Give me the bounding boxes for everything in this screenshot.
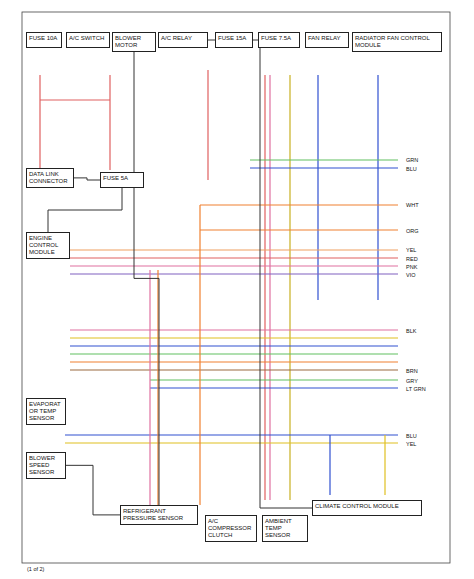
wires (40, 70, 398, 505)
component-name: FUSE 15A (218, 35, 250, 42)
component-name: FUSE 7.5A (261, 35, 297, 42)
frame (22, 12, 450, 563)
component-name: A/C SWITCH (69, 35, 107, 42)
wire-color-label: BLK (405, 328, 417, 334)
wire-color-label: ORG (405, 228, 420, 234)
component-name: RADIATOR FAN CONTROL MODULE (355, 35, 439, 49)
component-name: FUSE 10A (29, 35, 59, 42)
component-box: FUSE 10A (26, 32, 62, 48)
component-name: AMBIENT TEMP SENSOR (265, 518, 305, 539)
wire-connector (208, 40, 312, 508)
component-box: FUSE 5A (100, 172, 144, 188)
component-box: A/C COMPRESSOR CLUTCH (205, 515, 257, 542)
component-box: RADIATOR FAN CONTROL MODULE (352, 32, 442, 52)
component-box: REFRIGERANT PRESSURE SENSOR (120, 505, 198, 525)
wire-color-label: (1 of 2) (26, 566, 45, 572)
component-name: EVAPORATOR TEMP SENSOR (29, 401, 63, 422)
wire-connector (134, 52, 159, 505)
component-box: ENGINE CONTROL MODULE (26, 232, 70, 259)
component-name: A/C RELAY (161, 35, 205, 42)
component-name: DATA LINK CONNECTOR (29, 171, 71, 185)
component-box: BLOWER SPEED SENSOR (26, 452, 66, 479)
component-box: FUSE 15A (215, 32, 253, 48)
component-box: AMBIENT TEMP SENSOR (262, 515, 308, 542)
wire-color-label: BLU (405, 166, 418, 172)
wire-color-label: YEL (405, 441, 417, 447)
component-name: BLOWER SPEED SENSOR (29, 455, 63, 476)
wire-connector (48, 188, 122, 232)
component-name: ENGINE CONTROL MODULE (29, 235, 67, 256)
wire-color-label: PNK (405, 264, 418, 270)
component-name: REFRIGERANT PRESSURE SENSOR (123, 508, 195, 522)
wire-color-label: BRN (405, 368, 419, 374)
component-box: CLIMATE CONTROL MODULE (312, 500, 422, 516)
wire-color-label: VIO (405, 272, 416, 278)
component-name: A/C COMPRESSOR CLUTCH (208, 518, 254, 539)
component-name: CLIMATE CONTROL MODULE (315, 503, 419, 510)
component-name: FAN RELAY (308, 35, 346, 42)
wire-color-label: RED (405, 256, 419, 262)
wire-color-label: YEL (405, 247, 417, 253)
wire-color-label: WHT (405, 202, 420, 208)
component-box: EVAPORATOR TEMP SENSOR (26, 398, 66, 425)
component-box: BLOWER MOTOR (112, 32, 156, 52)
component-box: A/C SWITCH (66, 32, 110, 48)
component-name: BLOWER MOTOR (115, 35, 153, 49)
wire-color-label: LT GRN (405, 386, 427, 392)
component-box: DATA LINK CONNECTOR (26, 168, 74, 188)
wire-connector (66, 465, 120, 515)
wire-connector (74, 178, 100, 180)
wire-color-label: GRY (405, 378, 419, 384)
wire-color-label: GRN (405, 157, 419, 163)
component-box: A/C RELAY (158, 32, 208, 48)
component-name: FUSE 5A (103, 175, 141, 182)
wire-color-label: BLU (405, 433, 418, 439)
component-box: FAN RELAY (305, 32, 349, 48)
component-box: FUSE 7.5A (258, 32, 300, 48)
